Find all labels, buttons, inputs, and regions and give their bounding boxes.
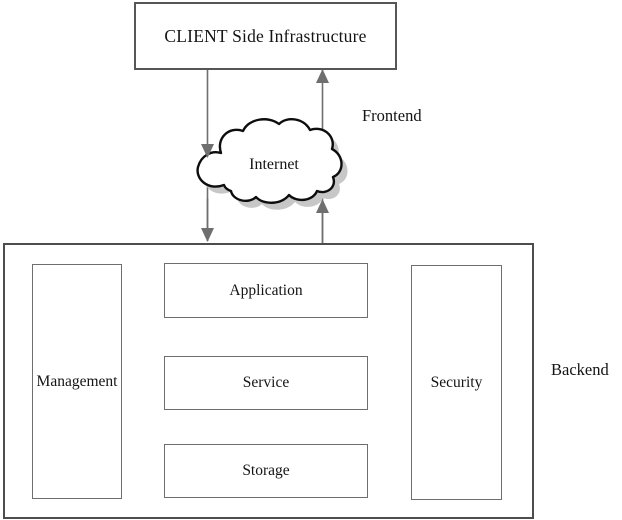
- service-label: Service: [242, 374, 290, 391]
- internet-cloud-icon: [196, 118, 348, 210]
- arrow-down-icon: [201, 228, 214, 242]
- arrow-up-icon: [316, 69, 329, 83]
- security-label: Security: [430, 373, 483, 391]
- client-infrastructure-box: CLIENT Side Infrastructure: [134, 2, 397, 70]
- cloud-outline: [196, 118, 343, 204]
- client-infrastructure-label: CLIENT Side Infrastructure: [164, 25, 367, 46]
- service-box: Service: [164, 356, 368, 410]
- frontend-label: Frontend: [362, 106, 422, 125]
- management-box: Management: [32, 264, 122, 499]
- backend-label: Backend: [551, 360, 609, 379]
- application-label: Application: [229, 281, 303, 299]
- security-box: Security: [411, 265, 502, 500]
- storage-label: Storage: [242, 462, 290, 479]
- management-label: Management: [36, 372, 118, 390]
- application-box: Application: [164, 263, 368, 318]
- storage-box: Storage: [164, 444, 368, 498]
- internet-label: Internet: [249, 156, 299, 173]
